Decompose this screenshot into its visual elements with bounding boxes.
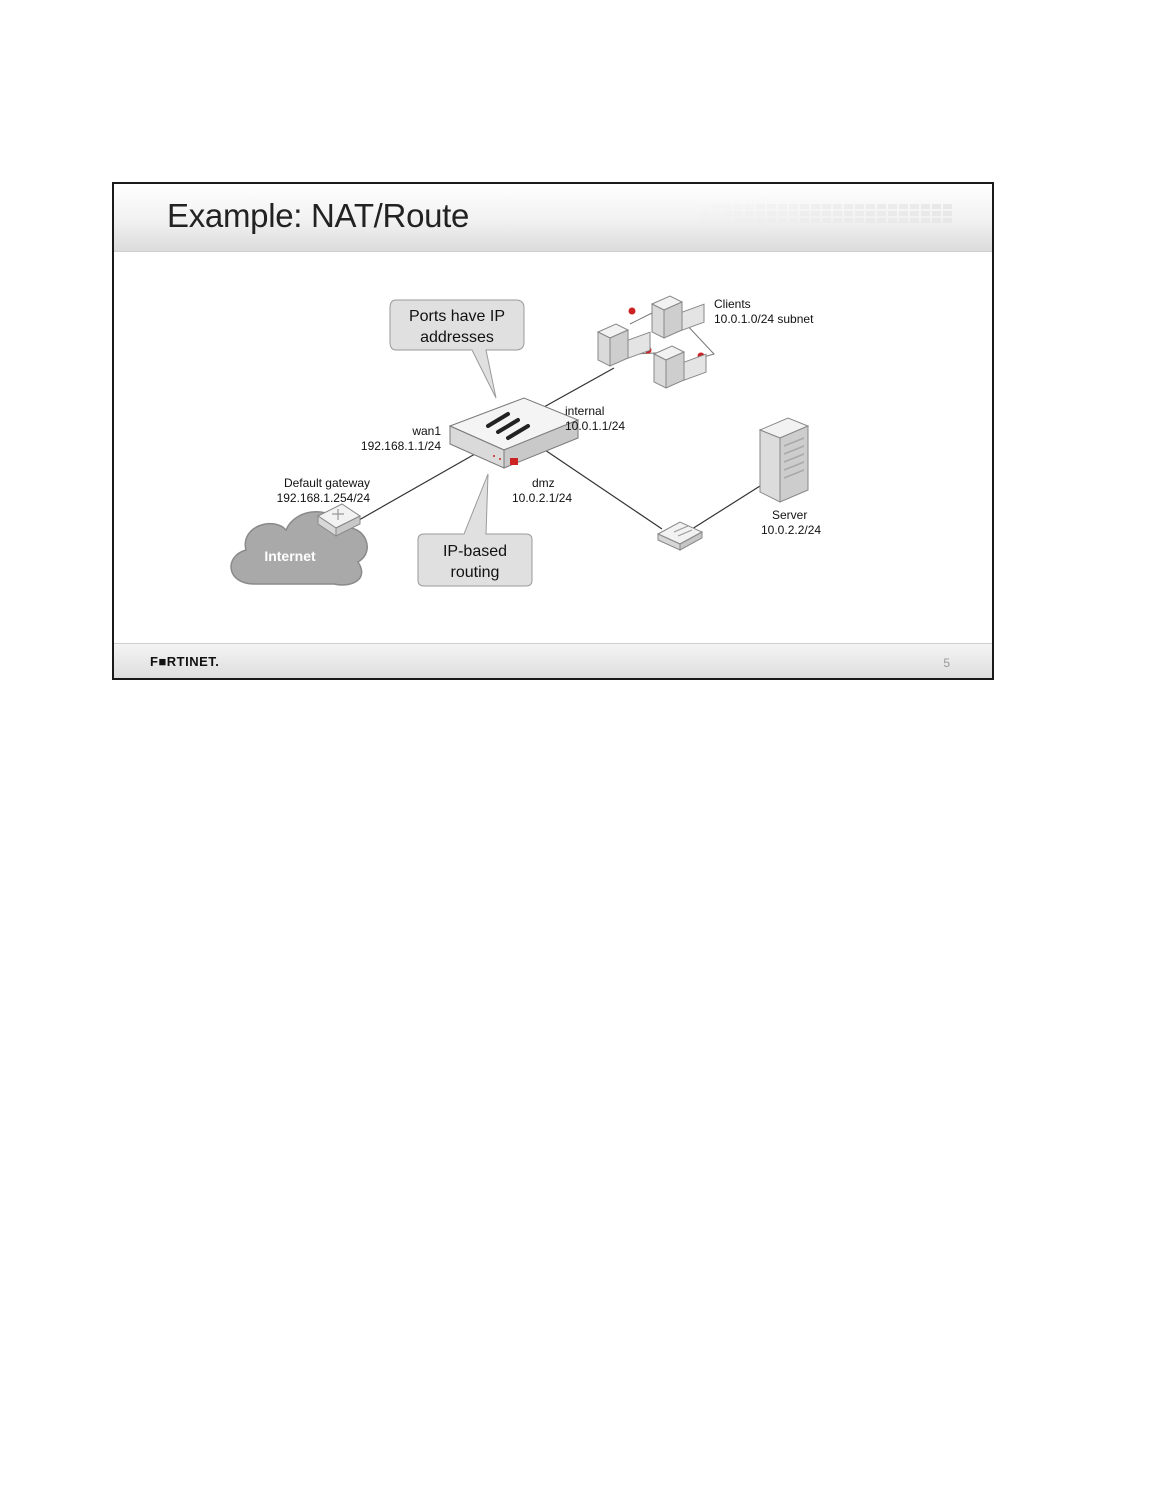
- link-dot: [629, 308, 636, 315]
- internet-label: Internet: [264, 548, 316, 564]
- dmz-name-label: dmz: [532, 476, 555, 490]
- callout-top-line2: addresses: [420, 329, 494, 346]
- callout-top-line1: Ports have IP: [409, 308, 505, 325]
- wan1-name-label: wan1: [411, 424, 441, 438]
- dmz-ip-label: 10.0.2.1/24: [512, 491, 572, 505]
- callout-ports-have-ip: Ports have IP addresses: [390, 300, 524, 398]
- slide: Example: NAT/Route Internet: [112, 182, 994, 680]
- callout-bottom-line1: IP-based: [443, 543, 507, 560]
- callout-bottom-line2: routing: [451, 564, 500, 581]
- network-diagram: Internet: [114, 184, 992, 678]
- gateway-name-label: Default gateway: [284, 476, 370, 490]
- internal-ip-label: 10.0.1.1/24: [565, 419, 625, 433]
- page-number: 5: [943, 656, 950, 670]
- fortinet-logo-icon: F■RTINET.: [150, 654, 219, 669]
- client-computer-icon: [652, 296, 704, 338]
- server-ip-label: 10.0.2.2/24: [761, 523, 821, 537]
- client-computer-icon: [654, 346, 706, 388]
- dmz-link: [539, 446, 662, 529]
- server-icon: [760, 418, 808, 502]
- internal-name-label: internal: [565, 404, 604, 418]
- slide-footer: F■RTINET. 5: [114, 643, 992, 678]
- clients-subnet-label: 10.0.1.0/24 subnet: [714, 312, 814, 326]
- gateway-ip-label: 192.168.1.254/24: [277, 491, 371, 505]
- clients-name-label: Clients: [714, 297, 751, 311]
- client-computer-icon: [598, 324, 650, 366]
- server-name-label: Server: [772, 508, 807, 522]
- wan1-link: [352, 446, 489, 524]
- server-link: [692, 486, 760, 529]
- wan1-ip-label: 192.168.1.1/24: [361, 439, 441, 453]
